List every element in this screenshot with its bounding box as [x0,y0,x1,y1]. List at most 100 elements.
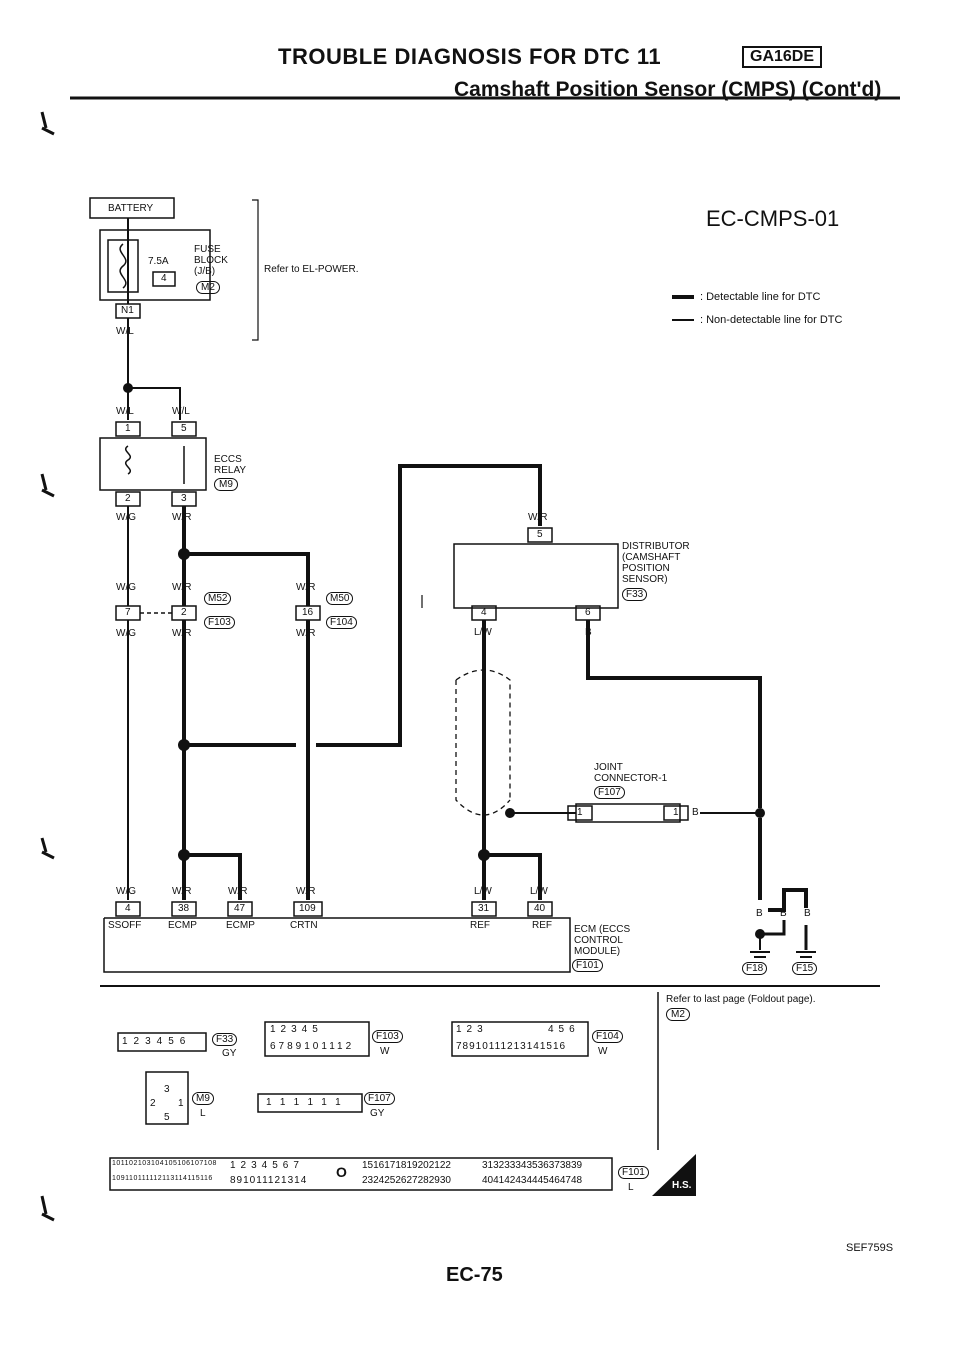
distributor-label-1: DISTRIBUTOR [622,541,690,552]
margin-tick [40,111,48,129]
f103-bottom-pins: 6789101112 [270,1041,355,1052]
joint-label-2: CONNECTOR-1 [594,773,668,784]
dist-pin-label: 5 [537,529,543,540]
f104-bottom-pins: 78910111213141516 [456,1041,567,1052]
joint-connector-id: F107 [594,786,625,799]
wire-wr-ecmp [184,853,242,900]
ground-connector: F18 [742,962,768,975]
f101-block-b-bottom: 891011121314 [230,1175,308,1186]
battery-box [89,197,175,219]
wire-label: W/R [296,886,316,897]
wire-label: W/R [296,628,316,639]
figure-id: SEF759S [846,1242,894,1254]
joint-pin-label: 1 [577,807,583,818]
fuse-block-label-2: BLOCK [194,255,228,266]
hs-label: H.S. [672,1180,692,1191]
wire-label: W/R [172,886,192,897]
relay-pin-5 [171,421,197,437]
wire-label: W/L [116,406,134,417]
ecm-pin [115,901,141,917]
engine-badge: GA16DE [742,46,823,68]
wire-wr-dist [316,464,542,747]
relay-pin-label: 2 [125,493,131,504]
wire-label: W/G [116,886,136,897]
face-f101 [109,1157,613,1191]
margin-tick [40,473,48,491]
f101-color: L [628,1182,634,1193]
harness-pin: 7 [125,607,131,618]
m9-color: L [200,1108,206,1119]
harness-pin: 2 [181,607,187,618]
m9-pin: 3 [164,1084,170,1095]
ecm-terminal: ECMP [226,920,255,931]
f103-connector: F103 [372,1030,403,1043]
wire-label: B [780,908,787,919]
f104-color: W [598,1046,608,1057]
wire-lw-branch [484,853,542,900]
margin-tick [41,126,55,136]
f107-color: GY [370,1108,385,1119]
fuse-symbol-box [107,239,139,293]
fuse-number: 4 [161,273,167,284]
ecm-pin-label: 31 [478,903,490,914]
joint-connector [575,803,681,823]
harness-connector: F103 [204,616,235,629]
wire-label: W/G [116,628,136,639]
wire-label: B [804,908,811,919]
f107-pins: 111111 [266,1097,350,1108]
page-subtitle: Camshaft Position Sensor (CMPS) (Cont'd) [454,78,882,101]
ecm-label-1: ECM (ECCS [574,924,631,935]
wire-label: W/R [172,628,192,639]
face-f33 [117,1032,207,1052]
margin-tick [41,1212,55,1222]
ecm-pin [171,901,197,917]
ecm-pin-label: 4 [125,903,131,914]
margin-tick [40,837,48,853]
m9-pin: 1 [178,1098,184,1109]
ecm-terminal: CRTN [290,920,318,931]
wire-label: W/R [172,582,192,593]
dist-pin-label: 4 [481,607,487,618]
face-f103 [264,1021,370,1057]
ecm-pin [293,901,323,917]
fuse-block-label-1: FUSE [194,244,221,255]
wire-label: B [756,908,763,919]
f101-block-b-top: 1234567 [230,1160,304,1171]
ecm-box [103,917,571,973]
wire-label: W/L [116,326,134,337]
ecm-pin-label: 38 [178,903,190,914]
relay-coil [125,445,131,475]
fuse-amp: 7.5A [148,256,169,267]
ecm-pin [527,901,553,917]
wire-label: W/L [172,406,190,417]
distributor-box [453,543,619,609]
m9-connector: M9 [192,1092,214,1105]
f101-block-d-bottom: 404142434445464748 [482,1175,583,1186]
ecm-terminal: ECMP [168,920,197,931]
ecm-terminal: REF [532,920,552,931]
dist-pin-5 [527,527,553,543]
ecm-pin-label: 109 [299,903,316,914]
f101-block-c-bottom: 2324252627282930 [362,1175,451,1186]
wire-label: L/W [474,627,492,638]
refer-bracket [252,199,259,341]
relay-connector: M9 [214,478,238,491]
margin-tick [40,1195,48,1215]
f33-color: GY [222,1048,237,1059]
battery-label: BATTERY [108,203,154,214]
ground-connector: F15 [792,962,818,975]
fuse-connector: M2 [196,281,220,294]
relay-pin-label: 1 [125,423,131,434]
dist-pin-label: 6 [585,607,591,618]
wire-label: W/R [528,512,548,523]
wire-label: B [585,627,592,638]
diagram-id: EC-CMPS-01 [706,206,840,231]
wire-label: B [692,807,699,818]
relay-pin-label: 5 [181,423,187,434]
relay-pin-label: 3 [181,493,187,504]
harness-connector: M50 [326,592,354,605]
harness-pin: 16 [302,607,314,618]
shield-outline [455,669,511,816]
joint-pin-right [663,805,689,821]
